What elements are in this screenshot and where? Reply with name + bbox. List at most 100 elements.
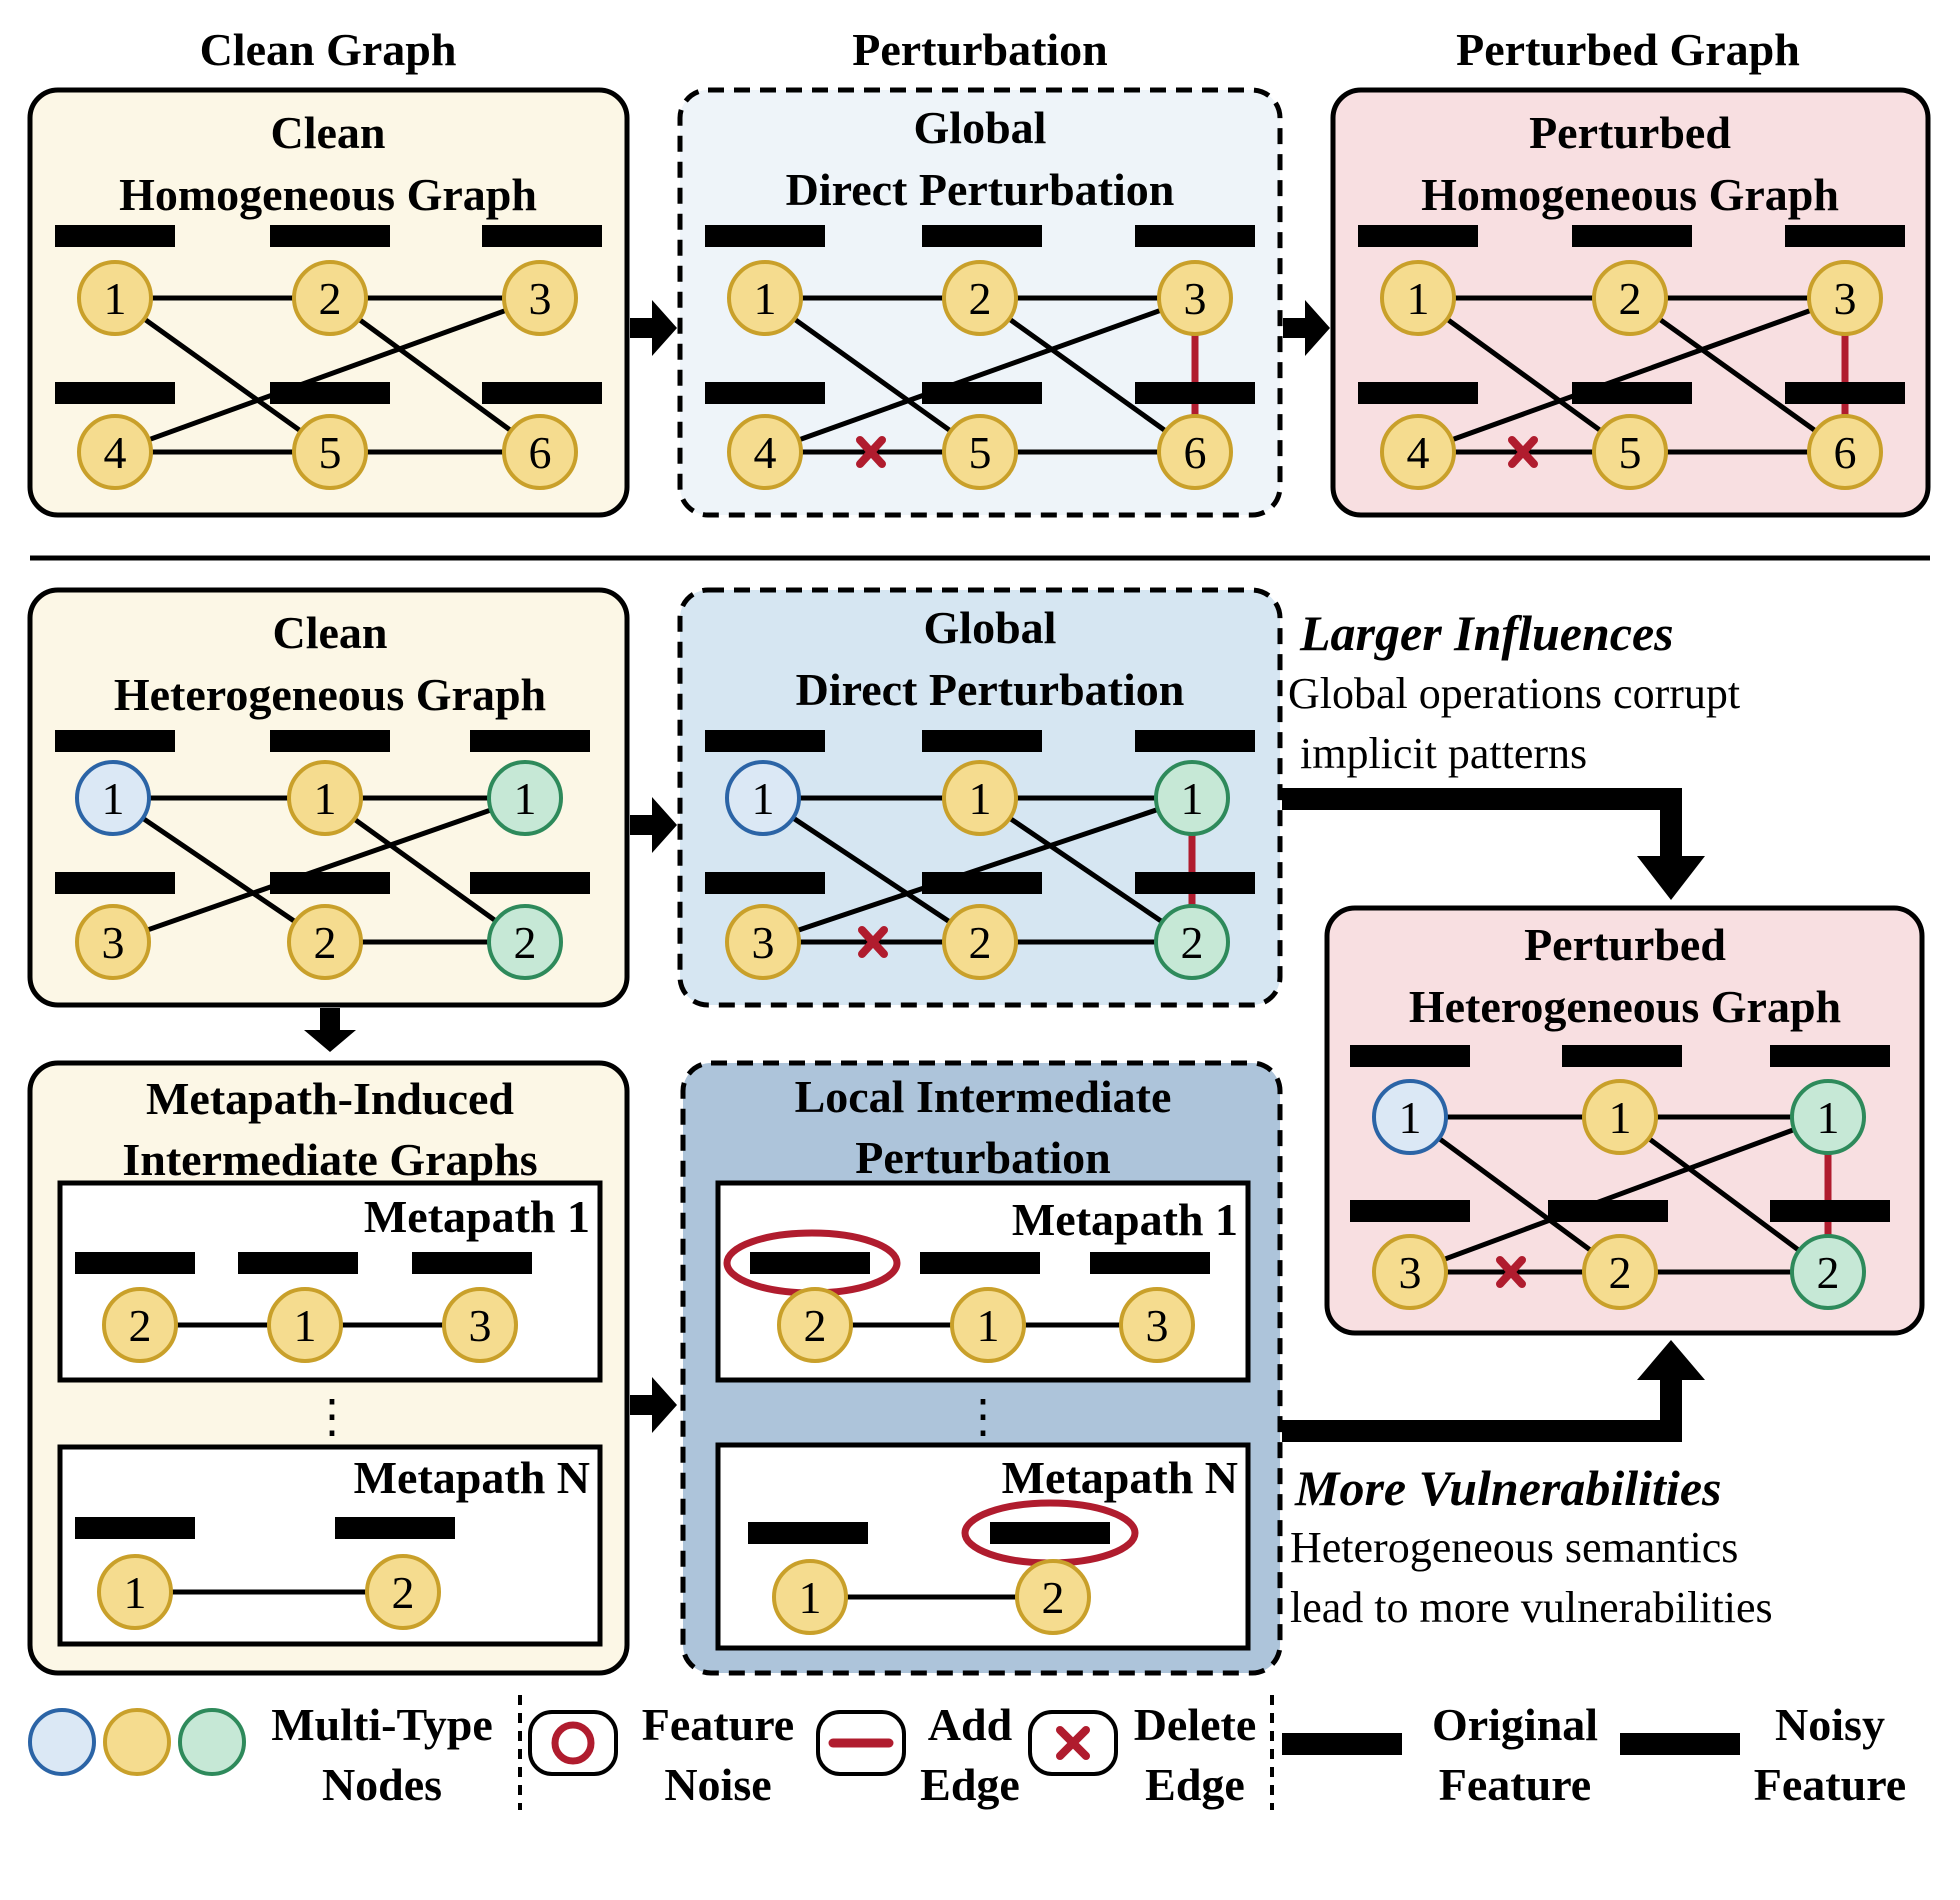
original-feature-icon xyxy=(1350,1200,1470,1222)
graph-node: 3 xyxy=(1157,260,1233,336)
svg-text:2: 2 xyxy=(804,1300,827,1351)
node-yellow-icon xyxy=(103,1708,171,1776)
svg-text:2: 2 xyxy=(129,1300,152,1351)
original-feature-icon xyxy=(1282,1733,1402,1755)
original-feature-icon xyxy=(270,730,390,752)
svg-text:2: 2 xyxy=(969,273,992,324)
original-feature-icon xyxy=(1770,1045,1890,1067)
panel-global-perturbation-homogeneous: Global Direct Perturbation 1 2 3 4 5 6 xyxy=(677,87,1283,518)
original-feature-icon xyxy=(922,225,1042,247)
panel-perturbed-heterogeneous: Perturbed Heterogeneous Graph 1 1 1 3 2 … xyxy=(1324,905,1925,1336)
graph-node: 1 xyxy=(950,1287,1026,1363)
note-larger-influences: Larger Influences Global operations corr… xyxy=(1288,605,1740,778)
panel-local-intermediate-perturbation: Local Intermediate Perturbation Metapath… xyxy=(680,1060,1283,1676)
svg-text:1: 1 xyxy=(1407,273,1430,324)
metapath-label: Metapath N xyxy=(1002,1452,1238,1503)
graph-node-type-a: 1 xyxy=(1372,1079,1448,1155)
svg-text:Original: Original xyxy=(1432,1699,1598,1750)
graph-node: 2 xyxy=(365,1554,441,1630)
svg-text:1: 1 xyxy=(754,273,777,324)
legend-delete-edge: Delete Edge xyxy=(1028,1699,1256,1810)
original-feature-icon xyxy=(1785,382,1905,404)
graph-node-type-c: 2 xyxy=(487,904,563,980)
legend-multi-type-nodes: Multi-Type Nodes xyxy=(28,1699,493,1810)
note-line: implicit patterns xyxy=(1300,729,1587,778)
original-feature-icon xyxy=(705,872,825,894)
svg-text:3: 3 xyxy=(469,1300,492,1351)
graph-node: 3 xyxy=(1119,1287,1195,1363)
svg-text:6: 6 xyxy=(529,427,552,478)
panel-title-line1: Global xyxy=(924,602,1057,653)
svg-text:Add: Add xyxy=(928,1699,1013,1750)
svg-text:2: 2 xyxy=(1609,1247,1632,1298)
original-feature-icon xyxy=(335,1517,455,1539)
original-feature-icon xyxy=(270,382,390,404)
svg-text:Feature: Feature xyxy=(1754,1759,1906,1810)
note-line: lead to more vulnerabilities xyxy=(1290,1583,1773,1632)
panel-metapath-intermediate-graphs: Metapath-Induced Intermediate Graphs Met… xyxy=(27,1060,630,1676)
delete-edge-mark-icon xyxy=(1496,1256,1526,1288)
metapath-label: Metapath N xyxy=(354,1452,590,1503)
original-feature-icon xyxy=(1135,382,1255,404)
note-line: Global operations corrupt xyxy=(1288,669,1740,718)
original-feature-icon xyxy=(1135,225,1255,247)
metapath-label: Metapath 1 xyxy=(1012,1194,1238,1245)
arrow-right-icon xyxy=(630,1377,677,1433)
note-heading: Larger Influences xyxy=(1299,605,1674,661)
delete-edge-mark-icon xyxy=(1508,436,1538,468)
svg-text:2: 2 xyxy=(392,1567,415,1618)
graph-node: 4 xyxy=(1380,414,1456,490)
graph-node-type-c: 1 xyxy=(1154,760,1230,836)
original-feature-icon xyxy=(922,872,1042,894)
graph-node: 2 xyxy=(1015,1559,1091,1635)
graph-node-type-b: 1 xyxy=(287,760,363,836)
panel-clean-heterogeneous: Clean Heterogeneous Graph 1 1 1 3 2 2 xyxy=(27,587,630,1008)
graph-node: 1 xyxy=(1380,260,1456,336)
original-feature-icon xyxy=(1358,382,1478,404)
original-feature-icon xyxy=(75,1517,195,1539)
svg-text:2: 2 xyxy=(514,917,537,968)
graph-node: 6 xyxy=(502,414,578,490)
panel-title-line1: Clean xyxy=(273,607,388,658)
svg-text:1: 1 xyxy=(294,1300,317,1351)
graph-node: 1 xyxy=(97,1554,173,1630)
original-feature-icon xyxy=(748,1522,868,1544)
svg-text:1: 1 xyxy=(1399,1092,1422,1143)
panel-clean-homogeneous: Clean Homogeneous Graph 1 2 3 4 5 6 xyxy=(27,87,630,518)
graph-node-type-c: 2 xyxy=(1790,1234,1866,1310)
svg-text:1: 1 xyxy=(1817,1092,1840,1143)
legend-feature-noise: Feature Noise xyxy=(528,1699,794,1810)
graph-node: 3 xyxy=(442,1287,518,1363)
legend-original-feature: Original Feature xyxy=(1282,1699,1598,1810)
original-feature-icon xyxy=(705,382,825,404)
graph-node: 2 xyxy=(777,1287,853,1363)
svg-text:1: 1 xyxy=(124,1567,147,1618)
feature-noise-icon xyxy=(551,1721,595,1765)
graph-node: 2 xyxy=(942,260,1018,336)
graph-node: 1 xyxy=(77,260,153,336)
panel-title-line2: Homogeneous Graph xyxy=(119,169,537,220)
graph-node: 5 xyxy=(1592,414,1668,490)
original-feature-icon xyxy=(922,730,1042,752)
original-feature-icon xyxy=(990,1522,1110,1544)
graph-node-type-b: 1 xyxy=(1582,1079,1658,1155)
panel-title-line1: Perturbed xyxy=(1524,919,1726,970)
svg-text:3: 3 xyxy=(1146,1300,1169,1351)
svg-text:5: 5 xyxy=(969,427,992,478)
svg-text:1: 1 xyxy=(1181,773,1204,824)
svg-text:3: 3 xyxy=(102,917,125,968)
graph-node: 3 xyxy=(502,260,578,336)
panel-title-line1: Metapath-Induced xyxy=(146,1073,514,1124)
note-heading: More Vulnerabilities xyxy=(1294,1460,1721,1516)
arrow-right-icon xyxy=(630,797,677,853)
graph-node-type-b: 1 xyxy=(942,760,1018,836)
graph-node-type-b: 2 xyxy=(1582,1234,1658,1310)
column-title-perturbation: Perturbation xyxy=(852,24,1108,75)
graph-node: 6 xyxy=(1157,414,1233,490)
original-feature-icon xyxy=(270,225,390,247)
graph-node-type-c: 2 xyxy=(1154,904,1230,980)
original-feature-icon xyxy=(922,382,1042,404)
svg-text:1: 1 xyxy=(314,773,337,824)
svg-text:1: 1 xyxy=(1609,1092,1632,1143)
